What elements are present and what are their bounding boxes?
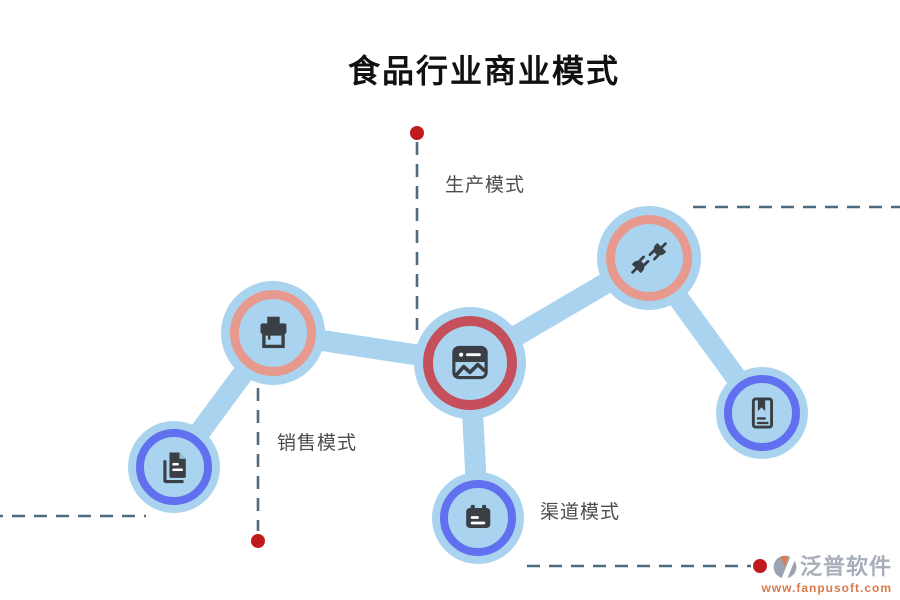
page-title: 食品行业商业模式 (347, 53, 620, 89)
node-ring (230, 290, 316, 376)
calendar-icon (466, 504, 491, 528)
node-sales-hub (221, 281, 325, 385)
marker-dot-top (410, 126, 424, 140)
node-ring (724, 375, 800, 451)
node-core-hub (414, 307, 526, 419)
node-production-hub (597, 206, 701, 310)
label-sales-mode: 销售模式 (277, 433, 358, 454)
marker-dot-sales (251, 534, 265, 548)
node-ring (440, 480, 516, 556)
dashed-guides (0, 142, 900, 568)
node-channel (432, 472, 524, 564)
marker-dots (251, 126, 767, 573)
label-channel-mode: 渠道模式 (540, 502, 621, 523)
documents-icon (163, 452, 186, 484)
watermark: 泛普软件 www.fanpusoft.com (761, 554, 892, 594)
node-book (716, 367, 808, 459)
fanpu-logo-icon (773, 554, 798, 580)
media-card-icon (452, 345, 488, 380)
printer-icon (260, 316, 287, 349)
node-documents (128, 421, 220, 513)
book-icon (751, 397, 773, 429)
node-ring (136, 429, 212, 505)
watermark-name: 泛普软件 (799, 554, 892, 579)
plug-icon (631, 242, 667, 274)
marker-dot-bottom-right (753, 559, 767, 573)
watermark-url: www.fanpusoft.com (761, 581, 892, 595)
node-ring (606, 215, 692, 301)
label-production-mode: 生产模式 (445, 175, 526, 196)
node-ring (423, 316, 517, 410)
